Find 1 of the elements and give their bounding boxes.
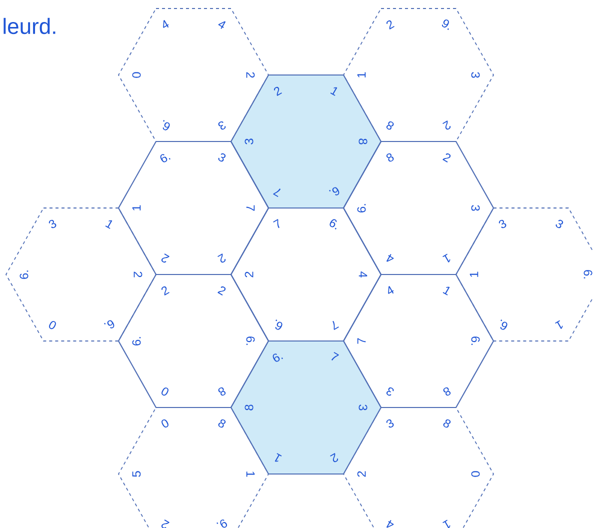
heading-fragment: leurd. [4,18,56,34]
